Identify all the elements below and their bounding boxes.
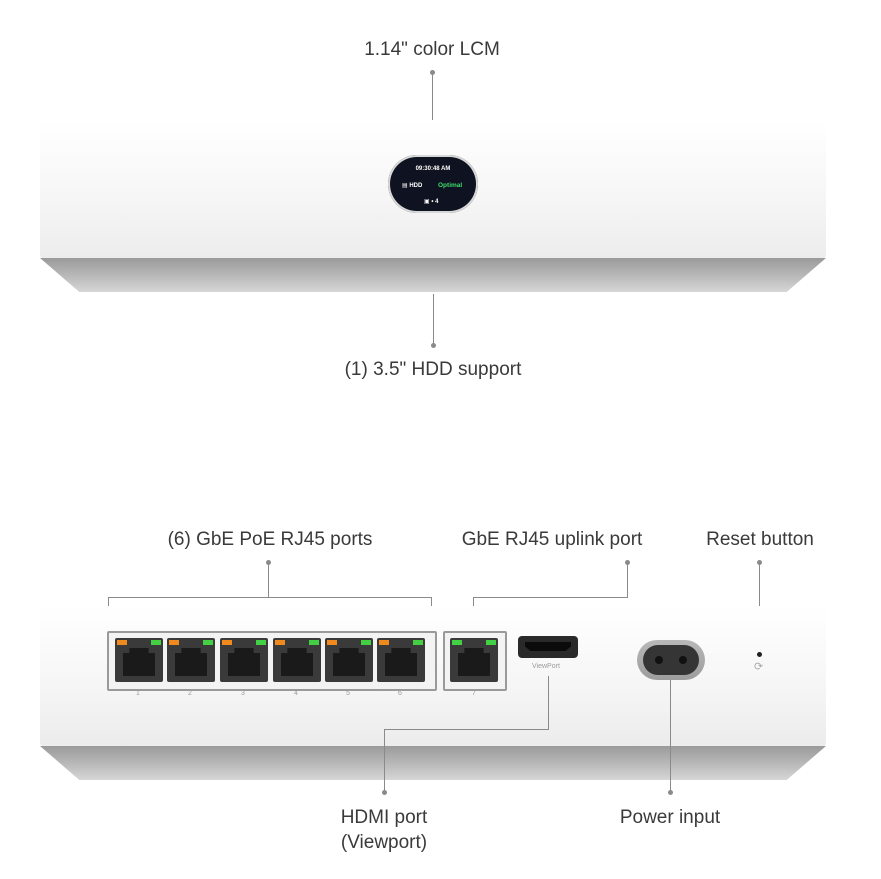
- device-back-base: [40, 746, 826, 780]
- hdmi-port: [518, 636, 578, 658]
- poe-ports-label: (6) GbE PoE RJ45 ports: [167, 529, 373, 550]
- uplink-callout-horizontal: [473, 597, 628, 598]
- port-number-4: 4: [294, 690, 298, 697]
- poe-callout-stem: [268, 562, 269, 598]
- poe-callout-bracket: [108, 597, 432, 598]
- port-number-1: 1: [136, 690, 140, 697]
- power-pin-right: [679, 656, 687, 664]
- reset-button: [757, 652, 762, 657]
- hdmi-label-line2: (Viewport): [340, 832, 428, 853]
- poe-port-4: [273, 638, 321, 682]
- poe-port-5: [325, 638, 373, 682]
- power-label: Power input: [619, 807, 721, 828]
- lcm-callout-line: [432, 72, 433, 158]
- port-number-5: 5: [346, 690, 350, 697]
- poe-port-2: [167, 638, 215, 682]
- uplink-port-housing: [443, 631, 507, 691]
- hdmi-callout-dot: [382, 790, 387, 795]
- hdmi-callout-up: [548, 676, 549, 730]
- power-input-socket: [637, 640, 705, 680]
- port-number-2: 2: [188, 690, 192, 697]
- port-number-7: 7: [472, 690, 476, 697]
- camera-icon: ▣: [424, 199, 430, 205]
- power-callout-line: [670, 680, 671, 792]
- reset-icon: ⟳: [754, 661, 764, 673]
- reset-label: Reset button: [706, 529, 814, 550]
- hdmi-label-line1: HDMI port: [340, 807, 428, 828]
- uplink-port: [450, 638, 498, 682]
- lcm-hdd-text: HDD: [409, 183, 423, 189]
- lcm-callout-label: 1.14" color LCM: [364, 39, 500, 60]
- hdmi-callout-horizontal: [384, 729, 549, 730]
- lcm-hdd-label: ▤ HDD: [402, 182, 422, 189]
- hdd-callout-line: [433, 294, 434, 346]
- lcm-display: 09:30:48 AM ▤ HDD Optimal ▣ • 4: [388, 155, 478, 213]
- lcm-camera-count-value: 4: [435, 199, 439, 205]
- poe-port-group: [107, 631, 437, 691]
- hdd-icon: ▤: [402, 183, 408, 189]
- poe-port-1: [115, 638, 163, 682]
- hdmi-callout-down: [384, 729, 385, 791]
- hdd-callout-label: (1) 3.5" HDD support: [344, 359, 522, 380]
- uplink-callout-stem: [627, 562, 628, 598]
- hdd-callout-dot: [431, 343, 436, 348]
- lcm-time: 09:30:48 AM: [415, 166, 451, 172]
- power-pin-left: [655, 656, 663, 664]
- power-callout-dot: [668, 790, 673, 795]
- device-front-base: [40, 258, 826, 292]
- poe-port-3: [220, 638, 268, 682]
- uplink-label: GbE RJ45 uplink port: [461, 529, 643, 550]
- poe-port-6: [377, 638, 425, 682]
- port-number-3: 3: [241, 690, 245, 697]
- hdmi-port-label: ViewPort: [532, 663, 560, 670]
- port-number-6: 6: [398, 690, 402, 697]
- lcm-camera-count: ▣ • 4: [424, 199, 439, 205]
- lcm-hdd-status: Optimal: [438, 182, 463, 189]
